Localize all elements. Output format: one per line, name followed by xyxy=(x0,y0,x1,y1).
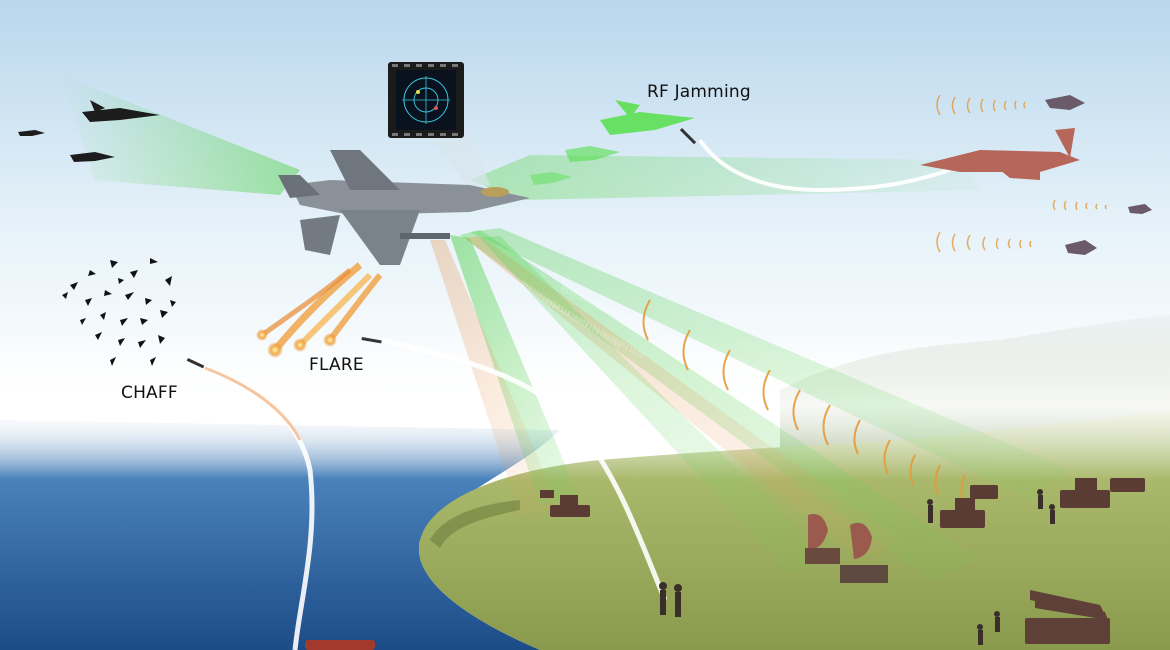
enemy-jet-icon xyxy=(18,100,160,162)
jamming-arcs xyxy=(642,299,966,500)
rf-jamming-label: RF Jamming xyxy=(647,82,751,102)
boat-icon xyxy=(305,640,375,650)
stealth-fighter-icon xyxy=(278,150,530,265)
tank-icon xyxy=(540,478,1145,528)
radar-emission-arcs xyxy=(936,94,1107,253)
jam-ghost-jets xyxy=(530,100,695,185)
rocket-launcher-icon xyxy=(1025,590,1110,644)
mfd-radar-display-icon xyxy=(388,62,490,190)
flare-icon xyxy=(256,262,383,358)
flare-label: FLARE xyxy=(309,355,364,375)
chaff-cloud-icon xyxy=(62,258,176,366)
radar-dish-icon xyxy=(805,514,888,583)
soldier-icon xyxy=(659,489,1055,645)
chaff-label: CHAFF xyxy=(121,383,178,403)
enemy-jet-icon xyxy=(1045,95,1152,255)
enemy-jet-icon xyxy=(920,128,1080,180)
missile-icon xyxy=(186,128,697,369)
